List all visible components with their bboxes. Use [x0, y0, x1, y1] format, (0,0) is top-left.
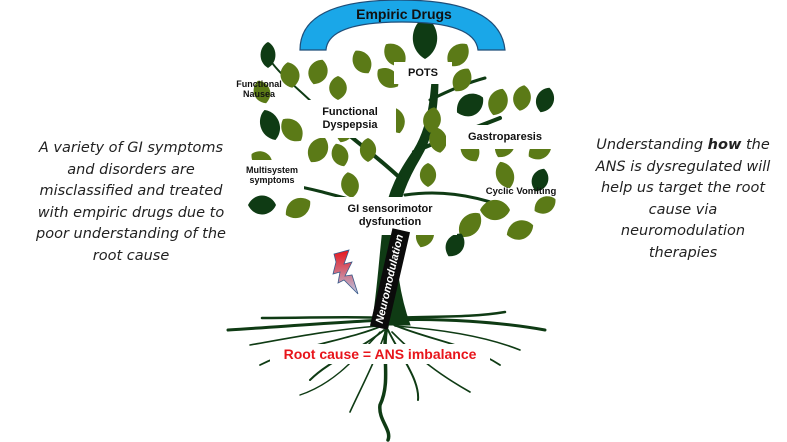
leaf: [447, 43, 469, 67]
leaf: [253, 80, 271, 104]
leaf: [384, 43, 406, 67]
leaf: [260, 42, 276, 68]
root-strand: [349, 329, 387, 413]
label-pots: POTS: [394, 62, 452, 84]
leaf: [534, 196, 556, 214]
right-caption-part1: Understanding: [596, 137, 708, 153]
empiric-drugs-label: Empiric Drugs: [356, 6, 452, 22]
root-strand: [299, 331, 381, 396]
leaf: [248, 195, 276, 215]
leaf: [281, 118, 303, 142]
leaf: [480, 199, 510, 221]
leaf: [377, 68, 399, 88]
leaf: [280, 62, 300, 88]
leaf: [513, 85, 531, 111]
leaf: [457, 93, 484, 117]
leaf: [531, 168, 549, 192]
root-strand: [393, 324, 501, 366]
label-cyclic-vomiting: Cyclic Vomiting: [485, 185, 557, 197]
root-strand: [378, 320, 391, 442]
leaf: [506, 220, 534, 240]
label-multisystem-symptoms: Multisystem symptoms: [240, 160, 304, 190]
root-cause-label: Root cause = ANS imbalance: [270, 344, 490, 364]
leaf: [329, 76, 347, 100]
leaf: [412, 17, 438, 59]
label-gi-sensorimotor-dysfunction: GI sensorimotor dysfunction: [323, 197, 457, 235]
root-strand: [394, 325, 521, 351]
root-strand: [226, 318, 387, 332]
leaf: [429, 127, 447, 153]
empiric-drugs-arc: [299, 0, 506, 51]
label-functional-dyspepsia: Functional Dyspepsia: [304, 100, 396, 138]
root-strand: [390, 310, 507, 320]
label-gastroparesis: Gastroparesis: [446, 125, 564, 149]
leaf: [459, 212, 482, 237]
lightning-bolt-icon: [332, 249, 359, 295]
leaf: [259, 109, 280, 141]
leaf: [423, 107, 441, 133]
tree-roots: [226, 310, 547, 442]
right-caption-part2: the ANS is dysregulated will help us tar…: [595, 137, 771, 261]
leaf: [452, 68, 472, 92]
leaf: [359, 138, 377, 162]
right-caption: Understanding how the ANS is dysregulate…: [588, 135, 778, 264]
root-strand: [249, 325, 379, 346]
leaf: [307, 137, 329, 163]
root-strand: [387, 329, 420, 401]
leaf: [445, 233, 465, 257]
root-strand: [260, 315, 387, 320]
leaf: [308, 59, 328, 85]
leaf: [341, 172, 359, 198]
leaf: [495, 161, 515, 189]
leaf: [331, 143, 349, 167]
root-strand: [391, 331, 471, 393]
right-caption-emphasis: how: [707, 137, 742, 153]
leaf: [285, 197, 311, 219]
root-strand: [390, 317, 547, 332]
leaf: [536, 87, 555, 113]
left-caption: A variety of GI symptoms and disorders a…: [36, 140, 226, 264]
leaf: [352, 50, 372, 74]
label-functional-nausea: Functional Nausea: [236, 78, 282, 99]
leaf: [488, 88, 508, 116]
leaf: [419, 163, 437, 187]
